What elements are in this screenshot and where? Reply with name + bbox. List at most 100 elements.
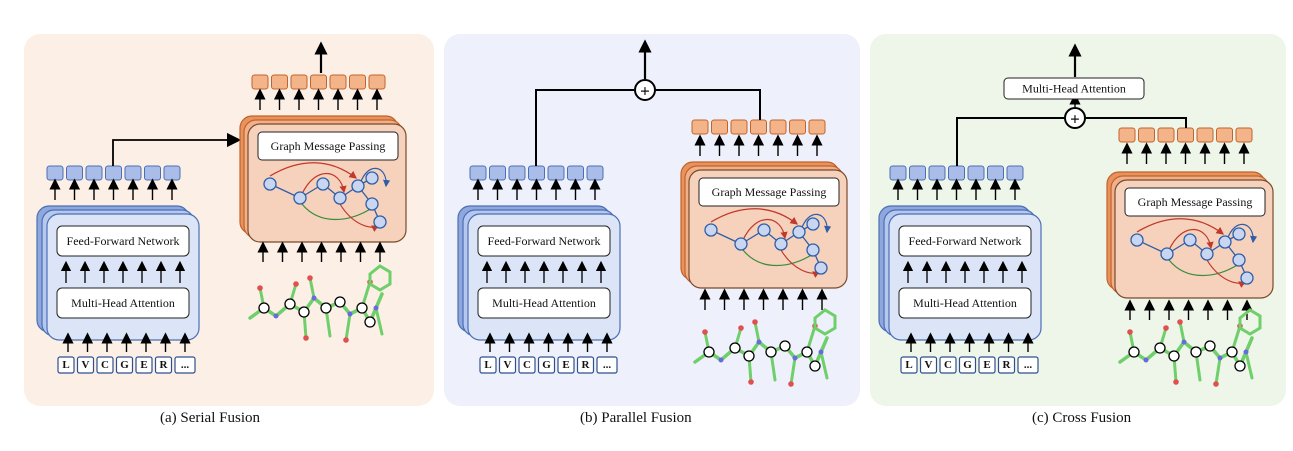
embedding-token: [691, 119, 709, 135]
embedding-token: [909, 165, 926, 181]
molecule-structure: [1118, 308, 1262, 387]
sequence-token-label: C: [944, 359, 952, 371]
ffn-box: [56, 225, 190, 257]
transformer-output-arrows: [49, 178, 178, 200]
transformer-output-arrows: [892, 178, 1021, 200]
graph-edge: [301, 203, 373, 221]
embedding-token: [730, 119, 748, 135]
graph-node: [316, 177, 330, 191]
gnn-input-arrows: [1124, 299, 1253, 320]
ffn-label: Feed-Forward Network: [488, 234, 601, 248]
residue-node: [1154, 342, 1166, 354]
sequence-token-box: [154, 356, 173, 374]
molecule-atom: [1243, 349, 1249, 355]
graph-node: [351, 179, 365, 193]
residue-node: [1204, 340, 1216, 352]
embedding-token: [251, 74, 269, 90]
graph-node: [814, 261, 828, 275]
molecule-bond: [1244, 350, 1254, 380]
molecule-ring: [1238, 308, 1262, 336]
sequence-token-box: [174, 356, 196, 374]
caption-parallel-fusion: (b) Parallel Fusion: [580, 410, 692, 426]
molecule-ring: [813, 308, 837, 336]
embedding-token: [368, 74, 386, 90]
molecule-atom: [1181, 339, 1187, 345]
residue-node: [1226, 346, 1238, 358]
molecule-atom: [273, 313, 279, 319]
embedding-token: [66, 165, 83, 181]
embedding-token: [1138, 127, 1155, 143]
sequence-token-box: [479, 356, 497, 374]
residue-node: [284, 298, 296, 310]
sequence-token-box: [135, 356, 153, 374]
embedding-token: [329, 74, 347, 90]
embedding-token: [124, 165, 142, 181]
sequence-token-label: ...: [603, 359, 612, 371]
gmp-box: [257, 131, 399, 161]
graph-edge: [1168, 259, 1240, 277]
graph-edge: [1226, 223, 1258, 244]
molecule-atom: [1143, 357, 1149, 363]
embedding-token: [808, 119, 826, 135]
molecule-atom: [373, 305, 379, 311]
sequence-token-box: [919, 356, 938, 374]
molecule-bond: [374, 306, 384, 336]
sequence-token-label: ...: [181, 359, 190, 371]
mha-box: [898, 287, 1032, 319]
residue-node: [364, 316, 376, 328]
sequence-token-box: [939, 356, 957, 374]
gnn-input-arrows: [699, 288, 828, 310]
embedding-token: [46, 165, 64, 181]
residue-node: [1128, 346, 1140, 358]
embedding-token: [928, 165, 946, 181]
molecule-bond: [1214, 356, 1222, 386]
molecule-bond: [753, 320, 761, 344]
molecule-atom: [818, 349, 824, 355]
molecule-structure: [693, 308, 837, 387]
graph-attention-edge: [742, 219, 788, 241]
gnn-output-tokens: [251, 74, 386, 90]
embedding-token: [310, 74, 327, 90]
ffn-box: [898, 225, 1032, 257]
gmp-label: Graph Message Passing: [271, 139, 386, 153]
cross-mha-label: Multi-Head Attention: [1022, 82, 1126, 96]
embedding-token: [144, 165, 161, 181]
sequence-input-arrows: [62, 332, 191, 352]
molecule-atom: [748, 379, 754, 385]
graph-node: [704, 223, 718, 237]
graph-attention-edge: [1168, 229, 1214, 251]
gnn-output-arrows: [1121, 142, 1250, 164]
sequence-token-label: ...: [1024, 359, 1033, 371]
embedding-token: [105, 165, 122, 181]
caption-serial-fusion: (a) Serial Fusion: [160, 410, 260, 426]
parallel-gnn-path: [656, 89, 761, 120]
residue-node: [703, 346, 715, 358]
residue-node: [779, 340, 791, 352]
sequence-token-label: C: [523, 359, 531, 371]
molecule-bond: [819, 336, 829, 354]
molecule-atom: [738, 325, 744, 331]
serial-connection-arrow: [112, 132, 242, 166]
graph-edge: [742, 249, 814, 267]
sequence-token-label: G: [542, 359, 551, 371]
residue-node: [1190, 346, 1202, 358]
sequence-token-label: R: [582, 359, 591, 371]
sequence-token-box: [115, 356, 134, 374]
sequence-token-box: [498, 356, 517, 374]
graph-node: [757, 223, 771, 237]
gnn-input-arrows: [257, 241, 386, 262]
ffn-box: [477, 225, 611, 257]
embedding-token: [508, 165, 526, 181]
residue-node: [298, 306, 310, 318]
embedding-token: [547, 165, 565, 181]
graph-node: [774, 237, 788, 251]
molecule-bond: [789, 356, 797, 386]
embedding-token: [469, 165, 487, 181]
graph-node: [1218, 235, 1232, 249]
molecule-bond: [344, 312, 352, 342]
gmp-box: [1124, 187, 1266, 217]
embedding-token: [789, 119, 806, 135]
molecule-atom: [311, 295, 317, 301]
